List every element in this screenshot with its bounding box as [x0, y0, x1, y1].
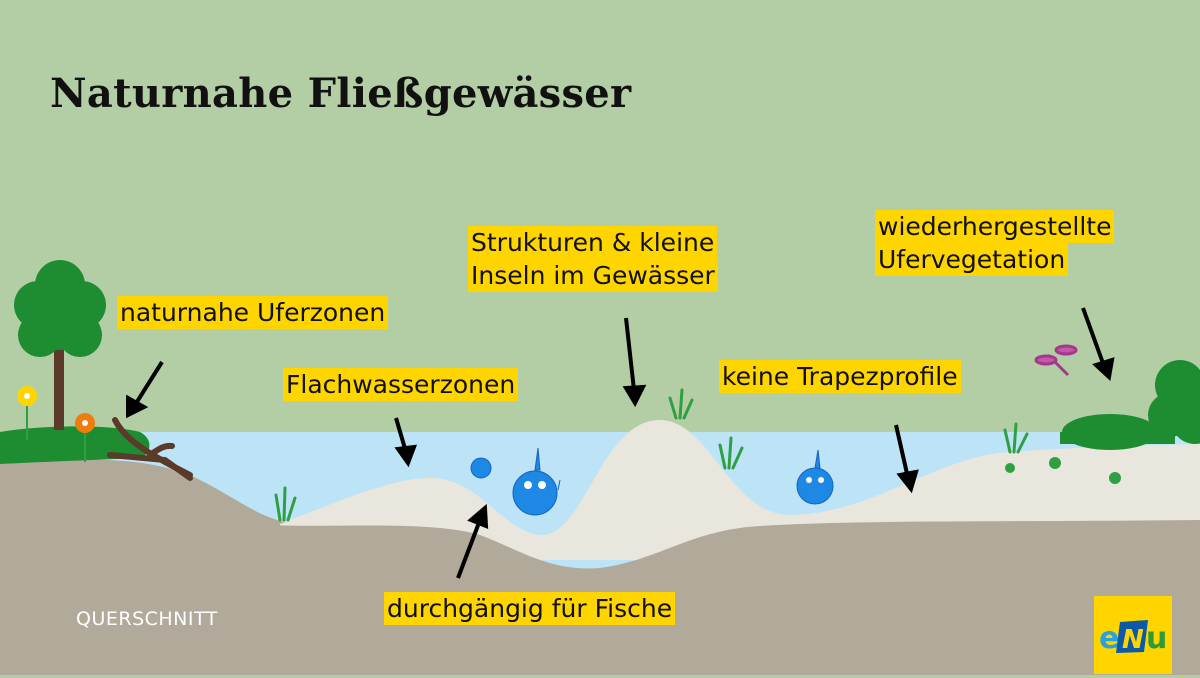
fish-eyes	[524, 477, 824, 489]
page-title: Naturnahe Fließgewässer	[50, 70, 632, 117]
aquatic-plant-icon	[1005, 457, 1121, 484]
label-text: Ufervegetation	[875, 243, 1069, 276]
section-label: QUERSCHNITT	[76, 608, 218, 630]
dragonfly-icon	[1034, 344, 1078, 377]
svg-text:e: e	[1099, 621, 1119, 656]
label-text: wiederhergestellte	[875, 210, 1115, 243]
flower-icon	[75, 413, 95, 462]
enu-logo-mark: e N u	[1099, 620, 1167, 656]
label-uferzonen: naturnahe Uferzonen	[117, 296, 389, 329]
label-flachwasser: Flachwasserzonen	[283, 368, 519, 401]
ground	[0, 459, 300, 675]
label-text: Inseln im Gewässer	[468, 259, 718, 292]
riverbed	[270, 520, 1200, 675]
deadwood-branch-icon	[107, 417, 193, 481]
plant-sprouts	[274, 388, 1029, 522]
label-text: Strukturen & kleine	[468, 226, 718, 259]
arrows	[126, 307, 1115, 579]
label-text: Flachwasserzonen	[283, 368, 519, 401]
enu-logo: e N u	[1094, 596, 1172, 674]
label-text: keine Trapezprofile	[719, 360, 961, 393]
label-fische: durchgängig für Fische	[384, 592, 676, 625]
fish-icon	[470, 447, 834, 516]
tree-icon	[14, 260, 106, 430]
svg-text:N: N	[1122, 625, 1144, 655]
bush-icon	[1060, 360, 1200, 450]
flower-icon	[17, 386, 37, 440]
label-trapez: keine Trapezprofile	[719, 360, 961, 393]
label-text: durchgängig für Fische	[384, 592, 676, 625]
svg-text:u: u	[1146, 621, 1167, 656]
label-text: naturnahe Uferzonen	[117, 296, 389, 329]
